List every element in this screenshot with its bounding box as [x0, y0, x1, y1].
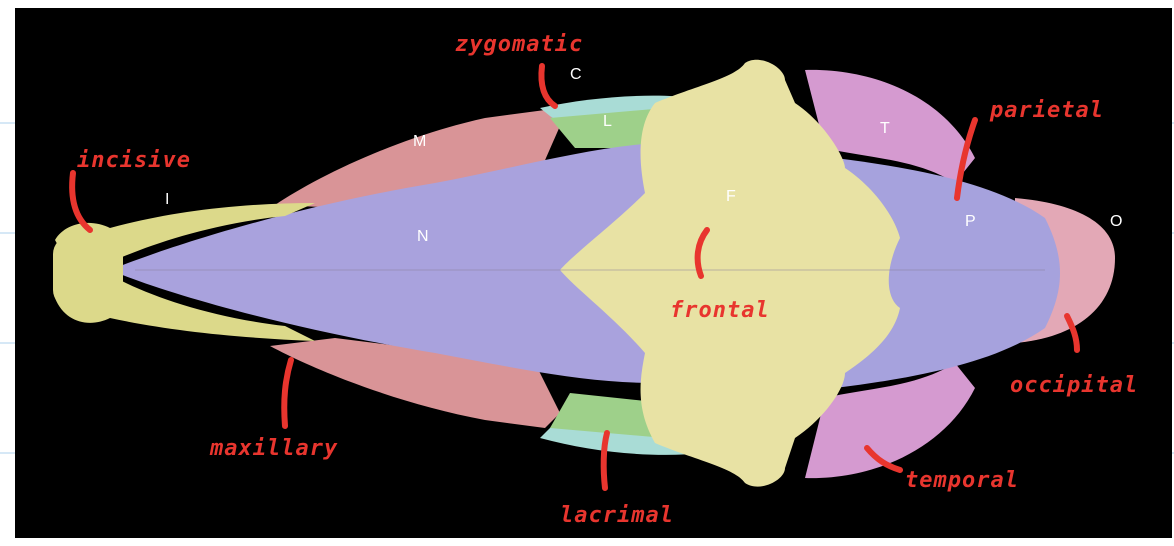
label-parietal: parietal	[990, 98, 1104, 123]
skull-photo: I M N C L F T P O incisive zygomatic par…	[15, 8, 1172, 538]
maxillary-pointer	[281, 357, 294, 429]
temporal-pointer	[864, 445, 903, 473]
label-incisive: incisive	[77, 148, 191, 173]
letter-nasal: N	[417, 228, 429, 245]
label-zygomatic: zygomatic	[455, 32, 584, 57]
label-lacrimal: lacrimal	[560, 503, 674, 528]
letter-zygomatic: C	[570, 66, 582, 83]
lacrimal-top-region	[550, 108, 665, 148]
temporal-bottom-region	[805, 363, 975, 479]
parietal-region	[835, 158, 1060, 388]
label-occipital: occipital	[1010, 373, 1139, 398]
lacrimal-pointer	[600, 430, 610, 491]
skull-illustration	[53, 59, 1115, 491]
letter-frontal: F	[726, 188, 736, 205]
letter-occipital: O	[1110, 213, 1123, 230]
label-maxillary: maxillary	[210, 436, 339, 461]
frontal-pointer	[694, 227, 710, 279]
zygomatic-pointer	[538, 63, 558, 109]
label-temporal: temporal	[905, 468, 1019, 493]
letter-incisive: I	[165, 191, 170, 208]
frontal-region	[560, 59, 900, 487]
parietal-pointer	[954, 117, 978, 201]
temporal-top-region	[805, 69, 975, 183]
letter-maxilla: M	[413, 133, 427, 150]
letter-parietal: P	[965, 213, 976, 230]
occipital-pointer	[1064, 313, 1080, 353]
lacrimal-bottom-region	[550, 393, 665, 438]
incisive-pointer	[69, 170, 93, 233]
label-frontal: frontal	[670, 298, 770, 323]
letter-lacrimal: L	[603, 113, 612, 130]
incisive-tip	[53, 236, 123, 308]
nasal-region	[110, 143, 655, 383]
letter-temporal: T	[880, 120, 890, 137]
